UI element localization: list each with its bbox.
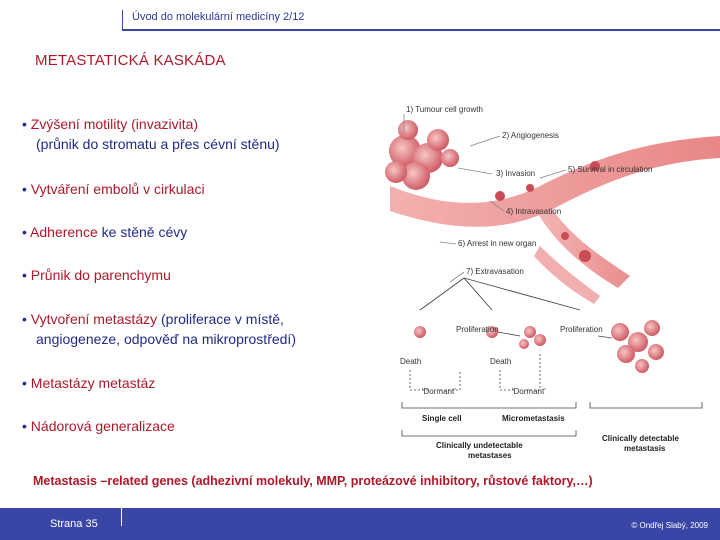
detectable-label-line2: metastasis — [624, 444, 666, 453]
step-label: 1) Tumour cell growth — [406, 105, 483, 114]
header-course-title: Úvod do molekulární medicíny 2/12 — [132, 11, 305, 23]
undetectable-bracket — [401, 402, 577, 409]
step-label: 6) Arrest in new organ — [458, 239, 536, 248]
bullet-highlight: Metastázy metastáz — [30, 375, 156, 391]
bullet-marker: • — [22, 267, 27, 283]
pointer-lines — [403, 114, 567, 283]
single-cell-graphic — [414, 326, 426, 338]
vessel-branch — [538, 206, 630, 288]
death-label: Death — [400, 357, 421, 366]
undetectable-label: Clinically undetectable — [436, 441, 523, 450]
bullet-highlight: Vytváření embolů v cirkulaci — [30, 181, 205, 197]
detectable-label: Clinically detectable — [602, 434, 679, 443]
blood-vessel — [390, 136, 720, 227]
bullet-marker: • — [22, 224, 27, 240]
header-rule — [122, 29, 720, 31]
bullet-item: • Průnik do parenchymu — [22, 265, 171, 285]
header-divider — [122, 10, 123, 30]
footer-bar: Strana 35 © Ondřej Slabý, 2009 — [0, 508, 720, 540]
metastasis-genes-note: Metastasis –related genes (adhezivní mol… — [33, 474, 593, 488]
bullet-continuation: angiogeneze, odpověď na mikroprostředí) — [36, 331, 296, 347]
proliferation-label: Proliferation — [560, 325, 603, 334]
metastatic-cascade-figure: 1) Tumour cell growth 2) Angiogenesis 3)… — [380, 96, 720, 468]
bullet-text: ke stěně cévy — [97, 224, 188, 240]
bullet-item: • Zvýšení motility (invazivita) (průnik … — [22, 114, 280, 154]
footer-divider — [121, 508, 122, 526]
bullet-item: • Adherence ke stěně cévy — [22, 222, 187, 242]
bullet-item: • Nádorová generalizace — [22, 416, 175, 436]
bullet-item: • Metastázy metastáz — [22, 373, 155, 393]
dormant-paths — [409, 352, 541, 391]
bullet-item: • Vytváření embolů v cirkulaci — [22, 179, 205, 199]
dormant-label: 'Dormant' — [512, 387, 546, 396]
bullet-highlight: Průnik do parenchymu — [30, 267, 171, 283]
bullet-highlight: Vytvoření metastázy — [30, 311, 158, 327]
header-bar: Úvod do molekulární medicíny 2/12 — [0, 0, 720, 31]
circulating-cells — [495, 161, 600, 262]
micrometastasis-cluster — [519, 326, 546, 349]
micrometastasis-label: Micrometastasis — [502, 414, 565, 423]
bullet-marker: • — [22, 311, 27, 327]
undetectable-label-line2: metastases — [468, 451, 512, 460]
bullet-marker: • — [22, 181, 27, 197]
slide-title: METASTATICKÁ KASKÁDA — [35, 52, 226, 69]
vessel-branch-lower — [534, 246, 600, 304]
step-label: 7) Extravasation — [466, 267, 524, 276]
death-label: Death — [490, 357, 511, 366]
step-label: 2) Angiogenesis — [502, 131, 559, 140]
bullet-highlight: Adherence — [30, 224, 98, 240]
clinical-metastasis-cluster — [611, 320, 664, 373]
outcome-arrows — [419, 277, 581, 311]
bullet-text: (proliferace v místě, — [157, 311, 284, 327]
proliferation-arrows — [497, 331, 613, 339]
bullet-highlight: Zvýšení motility (invazivita) — [30, 116, 199, 132]
copyright: © Ondřej Slabý, 2009 — [631, 521, 708, 530]
bullet-highlight: Nádorová generalizace — [30, 418, 175, 434]
tumour-cell-cluster — [385, 120, 459, 190]
undetectable-bracket-lower — [401, 430, 577, 437]
page-number: Strana 35 — [50, 518, 98, 530]
bullet-marker: • — [22, 116, 27, 132]
step-label: 3) Invasion — [496, 169, 535, 178]
bullet-marker: • — [22, 418, 27, 434]
step-label: 4) Intravasation — [506, 207, 561, 216]
dormant-label: 'Dormant' — [422, 387, 456, 396]
bullet-item: • Vytvoření metastázy (proliferace v mís… — [22, 309, 296, 349]
bullet-continuation: (průnik do stromatu a přes cévní stěnu) — [36, 136, 280, 152]
single-cell-graphic — [486, 326, 498, 338]
proliferation-label: Proliferation — [456, 325, 499, 334]
bullet-marker: • — [22, 375, 27, 391]
single-cell-label: Single cell — [422, 414, 462, 423]
detectable-bracket — [589, 402, 703, 409]
step-label: 5) Survival in circulation — [568, 165, 652, 174]
